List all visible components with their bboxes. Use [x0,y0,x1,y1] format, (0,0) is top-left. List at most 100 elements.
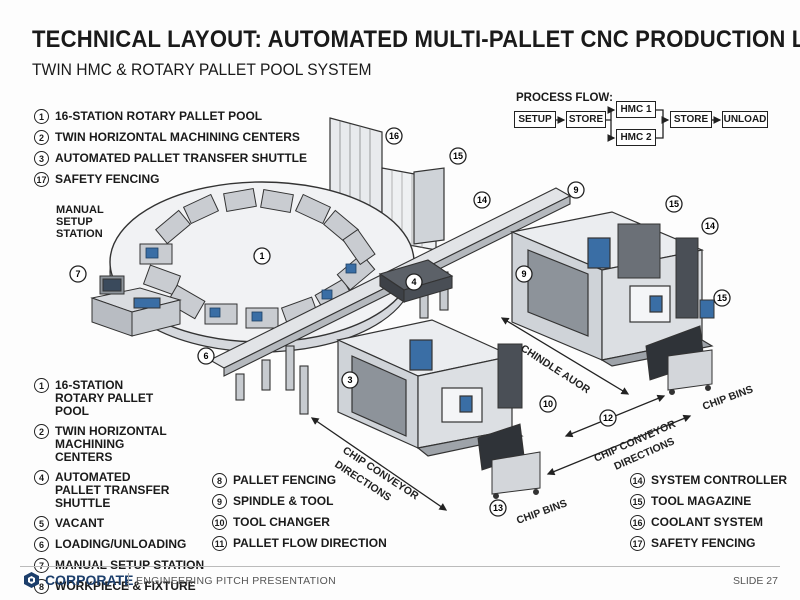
legend-number: 8 [212,473,227,488]
legend-text: MANUAL SETUP STATION [55,558,205,572]
svg-text:12: 12 [603,413,613,423]
callout-12: 12 [599,409,617,427]
legend-number: 5 [34,516,49,531]
legend-item: 10 TOOL CHANGER [212,515,387,530]
callout-16: 16 [385,127,403,145]
footer-divider [20,566,780,567]
callout-2: 6 [197,347,215,365]
legend-text: SPINDLE & TOOL [233,494,334,508]
transfer-track [208,187,572,415]
legend-number: 4 [34,470,49,485]
callout-9b: 9 [515,265,533,283]
legend-number: 2 [34,130,49,145]
callout-3: 3 [341,371,359,389]
callout-14a: 14 [473,191,491,209]
legend-item: 8 PALLET FENCING [212,473,387,488]
callout-9a: 9 [567,181,585,199]
svg-text:9: 9 [573,185,578,195]
svg-text:1: 1 [259,251,264,261]
svg-text:15: 15 [669,199,679,209]
chip-bins-label-right: CHIP BINS [701,383,755,412]
manual-setup-station [90,275,182,337]
legend-text: AUTOMATED PALLET TRANSFER SHUTTLE [55,470,170,510]
process-step-hmc1: HMC 1 [616,101,656,118]
legend-item: 4 AUTOMATED PALLET TRANSFER SHUTTLE [34,470,204,510]
callout-10: 10 [539,395,557,413]
legend-bottom-left: 1 16-STATION ROTARY PALLET POOL 2 TWIN HOR… [34,378,204,600]
footer-text: ENGINEERING PITCH PRESENTATION [136,575,336,587]
legend-text: TOOL MAGAZINE [651,494,752,508]
legend-item: 7MANUAL SETUP STATION [34,558,204,573]
legend-number: 11 [212,536,227,551]
logo-icon [24,572,39,588]
page-subtitle: TWIN HMC & ROTARY PALLET POOL SYSTEM [32,60,372,79]
rotary-pallet-pool [109,181,415,353]
process-step-store-2: STORE [670,111,712,128]
legend-text: PALLET FLOW DIRECTION [233,536,387,550]
chip-bins-label-left: CHIP BINS [515,497,569,526]
chip-conveyor-label-right-2: DIRECTIONS [612,435,676,472]
hmc-1 [509,211,714,367]
process-flow-title: PROCESS FLOW: [516,92,613,104]
legend-item: 5 VACANT [34,516,204,531]
legend-text: SAFETY FENCING [651,536,756,550]
manual-setup-station-label: MANUAL SETUP STATION [56,204,104,240]
svg-text:9: 9 [521,269,526,279]
process-step-unload: UNLOAD [722,111,768,128]
callout-15a: 15 [449,147,467,165]
legend-text: SYSTEM CONTROLLER [651,473,788,487]
legend-text: TWIN HORIZONTAL MACHINING CENTERS [55,424,167,464]
svg-text:4: 4 [411,277,416,287]
legend-text: VACANT [55,516,105,530]
legend-number: 3 [34,151,49,166]
svg-text:7: 7 [75,269,80,279]
legend-text: AUTOMATED PALLET TRANSFER SHUTTLE [55,151,307,165]
process-step-store: STORE [566,111,606,128]
svg-text:16: 16 [389,131,399,141]
legend-number: 9 [212,494,227,509]
svg-text:3: 3 [347,375,352,385]
legend-item: 2 TWIN HORIZONTAL MACHINING CENTERS [34,130,307,145]
callout-4: 4 [405,273,423,291]
tool-magazines [497,223,715,409]
process-step-setup: SETUP [514,111,556,128]
legend-text: TWIN HORIZONTAL MACHINING CENTERS [55,130,300,144]
slide-number: SLIDE 27 [733,575,778,587]
legend-number: 10 [212,515,227,530]
legend-text: PALLET FENCING [233,473,337,487]
svg-text:15: 15 [717,293,727,303]
callout-1: 1 [253,247,271,265]
legend-number: 15 [630,494,645,509]
legend-bottom-mid: 8 PALLET FENCING 9 SPINDLE & TOOL 10 TOOL C… [212,473,387,557]
legend-item: 16 COOLANT SYSTEM [630,515,787,530]
svg-text:6: 6 [203,351,208,361]
callout-15b: 15 [665,195,683,213]
legend-number: 17 [630,536,645,551]
legend-number: 1 [34,378,49,393]
legend-item: 17 SAFETY FENCING [630,536,787,551]
callout-15c: 15 [713,289,731,307]
chip-conveyor-label-right-1: CHIP CONVEYOR [592,418,678,465]
legend-text: TOOL CHANGER [233,515,330,529]
legend-item: 15 TOOL MAGAZINE [630,494,787,509]
legend-item: 9 SPINDLE & TOOL [212,494,387,509]
svg-text:13: 13 [493,503,503,513]
process-step-hmc2: HMC 2 [616,129,656,146]
svg-text:14: 14 [477,195,487,205]
legend-text: LOADING/UNLOADING [55,537,187,551]
legend-number: 17 [34,172,49,187]
legend-number: 2 [34,424,49,439]
legend-text: 16-STATION ROTARY PALLET POOL [55,378,154,418]
legend-number: 16 [630,515,645,530]
legend-text: COOLANT SYSTEM [651,515,764,529]
legend-text: 16-STATION ROTARY PALLET POOL [55,109,263,123]
legend-item: 3 AUTOMATED PALLET TRANSFER SHUTTLE [34,151,307,166]
chindle-label: CHINDLE AUOR [518,342,592,396]
svg-text:14: 14 [705,221,715,231]
